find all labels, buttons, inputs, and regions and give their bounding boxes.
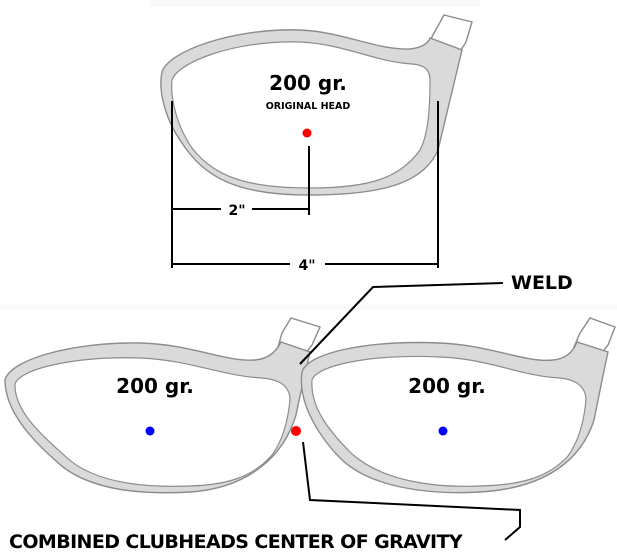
original-clubhead: 200 gr. ORIGINAL HEAD xyxy=(160,14,473,196)
right-clubhead: 200 gr. xyxy=(300,317,616,494)
right-head-cg-dot xyxy=(438,426,448,436)
dimension-full-label: 4" xyxy=(298,258,315,274)
combined-cg-leader-line xyxy=(302,441,521,541)
weld-leader-line xyxy=(299,282,504,365)
original-head-weight: 200 gr. xyxy=(269,71,347,95)
left-clubhead: 200 gr. xyxy=(4,317,321,494)
clubhead-face-icon xyxy=(171,41,431,189)
clubhead-face-icon xyxy=(311,355,587,487)
original-cg-dot xyxy=(302,128,312,138)
left-head-weight: 200 gr. xyxy=(116,374,194,398)
combined-cg-dot xyxy=(291,426,301,436)
combined-cg-label: COMBINED CLUBHEADS CENTER OF GRAVITY xyxy=(9,531,463,553)
dimension-half-label: 2" xyxy=(228,203,245,219)
right-head-weight: 200 gr. xyxy=(408,374,486,398)
left-head-cg-dot xyxy=(145,426,155,436)
background-band-top xyxy=(150,0,480,7)
original-head-caption: ORIGINAL HEAD xyxy=(266,101,351,112)
background-band-middle xyxy=(0,304,617,310)
dimension-lines: 2" 4" xyxy=(171,101,439,274)
clubhead-face-icon xyxy=(14,357,291,487)
weld-label: WELD xyxy=(511,272,573,294)
